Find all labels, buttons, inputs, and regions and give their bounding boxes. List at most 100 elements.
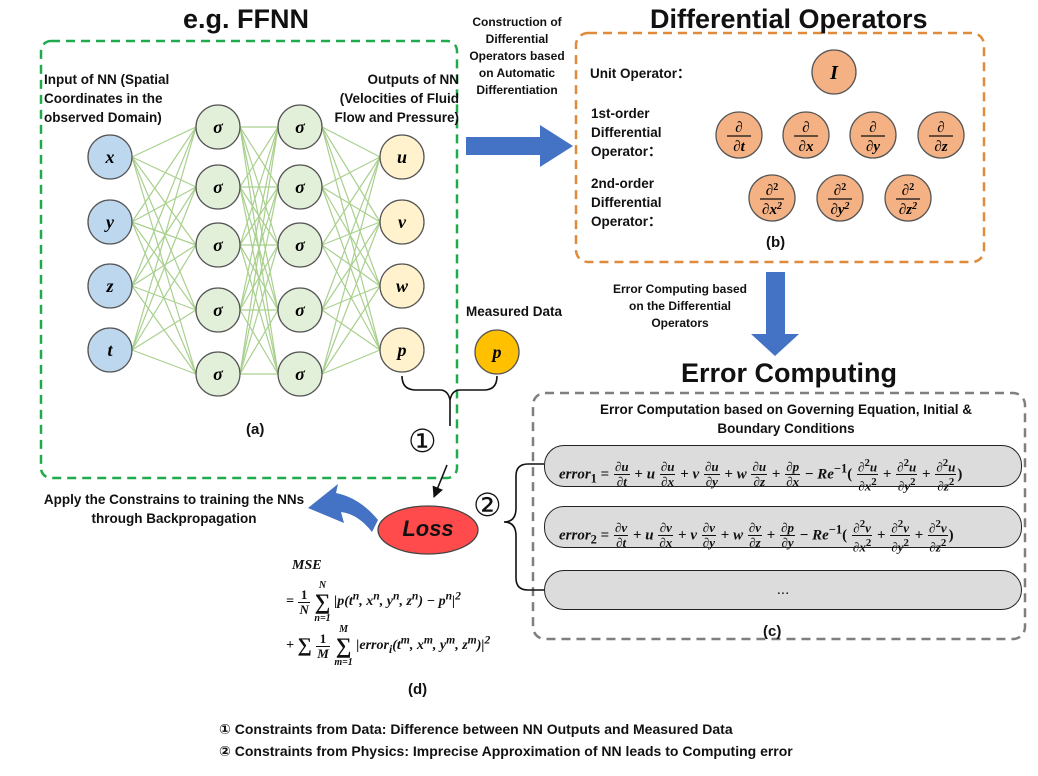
backprop-caption: Apply the Constrains to training the NNs… (43, 492, 305, 526)
network-edge (321, 126, 381, 351)
first-order-op-y-denominator: ∂y (866, 139, 880, 155)
hidden-2-node-label: σ (295, 235, 306, 255)
hidden-2-node-circle (277, 222, 323, 268)
input-caption: Input of NN (Spatial Coordinates in the … (44, 72, 170, 125)
network-edge (321, 126, 381, 287)
panel-a-border (39, 39, 459, 480)
network-edge (321, 186, 381, 223)
hidden-1-node-label: σ (213, 300, 224, 320)
loss-label: Loss (402, 516, 454, 541)
error-title: Error Computing (681, 358, 897, 388)
second-order-op-y (816, 174, 864, 222)
error-subtitle: Error Computation based on Governing Equ… (599, 402, 972, 436)
first-order-op-y-numerator: ∂ (869, 120, 876, 136)
hidden-2-node: σ (277, 351, 323, 397)
error-2-box: error2 = ∂v∂t + u ∂v∂x + v ∂v∂y + w ∂v∂z… (544, 506, 1022, 554)
first-order-op-y (849, 111, 897, 159)
hidden-1-node-circle (195, 351, 241, 397)
first-order-label: 1st-order Differential Operator： (591, 106, 662, 159)
network-edge (321, 156, 381, 188)
measured-data-symbol: p (491, 342, 502, 362)
network-edge (131, 221, 197, 246)
hidden-1-node: σ (195, 222, 241, 268)
panel-a-label: (a) (246, 421, 265, 438)
network-edge (131, 309, 197, 351)
error-1-equation: error1 = ∂u∂t + u ∂u∂x + v ∂u∂y + w ∂u∂z… (559, 457, 963, 494)
hidden-1-node: σ (195, 164, 241, 210)
unit-operator-node (811, 49, 857, 95)
output-node: w (379, 263, 425, 309)
hidden-2-node: σ (277, 222, 323, 268)
network-edge (239, 186, 279, 375)
hidden-1-node-label: σ (213, 117, 224, 137)
measured-caption: Measured Data (466, 304, 563, 319)
network-edge (131, 126, 197, 223)
error-3-ellipsis: ... (776, 581, 790, 598)
network-edge (131, 126, 197, 287)
unit-operator-symbol: I (829, 62, 839, 84)
network-edge (131, 349, 197, 375)
equation-brace (503, 463, 544, 591)
network-edge (131, 186, 197, 351)
first-order-op-t-denominator: ∂t (733, 139, 745, 155)
hidden-2-node-circle (277, 287, 323, 333)
network-edge (131, 244, 197, 287)
circle-1-marker: ① (408, 423, 437, 459)
input-node: x (87, 134, 133, 180)
construction-caption: Construction of Differential Operators b… (469, 15, 565, 97)
error-3-box: ... (544, 570, 1022, 610)
network-edge (321, 126, 381, 158)
hidden-2-node: σ (277, 287, 323, 333)
error-1-box: error1 = ∂u∂t + u ∂u∂x + v ∂u∂y + w ∂u∂z… (544, 445, 1022, 493)
output-node-circle (379, 199, 425, 245)
input-node-label: t (107, 340, 113, 360)
network-edge (239, 126, 279, 188)
output-node-label: p (396, 340, 407, 360)
input-node-label: y (104, 212, 115, 232)
loss-node (377, 505, 479, 555)
second-order-op-x (748, 174, 796, 222)
output-node: u (379, 134, 425, 180)
first-order-op-x-denominator: ∂x (799, 139, 814, 155)
input-node: z (87, 263, 133, 309)
input-node-circle (87, 263, 133, 309)
second-order-label: 2nd-order Differential Operator： (591, 176, 662, 229)
construction-arrow (466, 125, 573, 167)
network-edge (321, 156, 381, 375)
first-order-op-z-denominator: ∂z (934, 139, 947, 155)
network-edge (131, 126, 197, 351)
output-node: p (379, 327, 425, 373)
backprop-arrow (308, 484, 378, 532)
input-node: y (87, 199, 133, 245)
network-edge (321, 221, 381, 375)
input-node-label: x (105, 147, 115, 167)
second-order-op-z (884, 174, 932, 222)
input-node: t (87, 327, 133, 373)
network-edge (131, 156, 197, 246)
output-node-circle (379, 263, 425, 309)
hidden-1-node: σ (195, 351, 241, 397)
unit-operator-label: Unit Operator： (590, 66, 691, 81)
error-arrow-caption: Error Computing based on the Differentia… (612, 282, 747, 330)
note-1: ① Constraints from Data: Difference betw… (219, 721, 733, 737)
hidden-2-node-circle (277, 164, 323, 210)
network-edge (131, 244, 197, 351)
network-edge (321, 126, 381, 223)
panel-c-label: (c) (763, 623, 782, 640)
output-node-label: u (397, 147, 407, 167)
network-edge (239, 126, 279, 246)
hidden-1-node-circle (195, 287, 241, 333)
network-edge (239, 126, 279, 375)
hidden-1-node: σ (195, 287, 241, 333)
output-node: v (379, 199, 425, 245)
diff-ops-title: Differential Operators (650, 4, 928, 34)
mse-label: MSE (292, 558, 322, 573)
network-edge (321, 285, 381, 375)
hidden-2-node-circle (277, 104, 323, 150)
input-node-circle (87, 199, 133, 245)
hidden-2-node-label: σ (295, 177, 306, 197)
note-2: ② Constraints from Physics: Imprecise Ap… (219, 743, 793, 759)
